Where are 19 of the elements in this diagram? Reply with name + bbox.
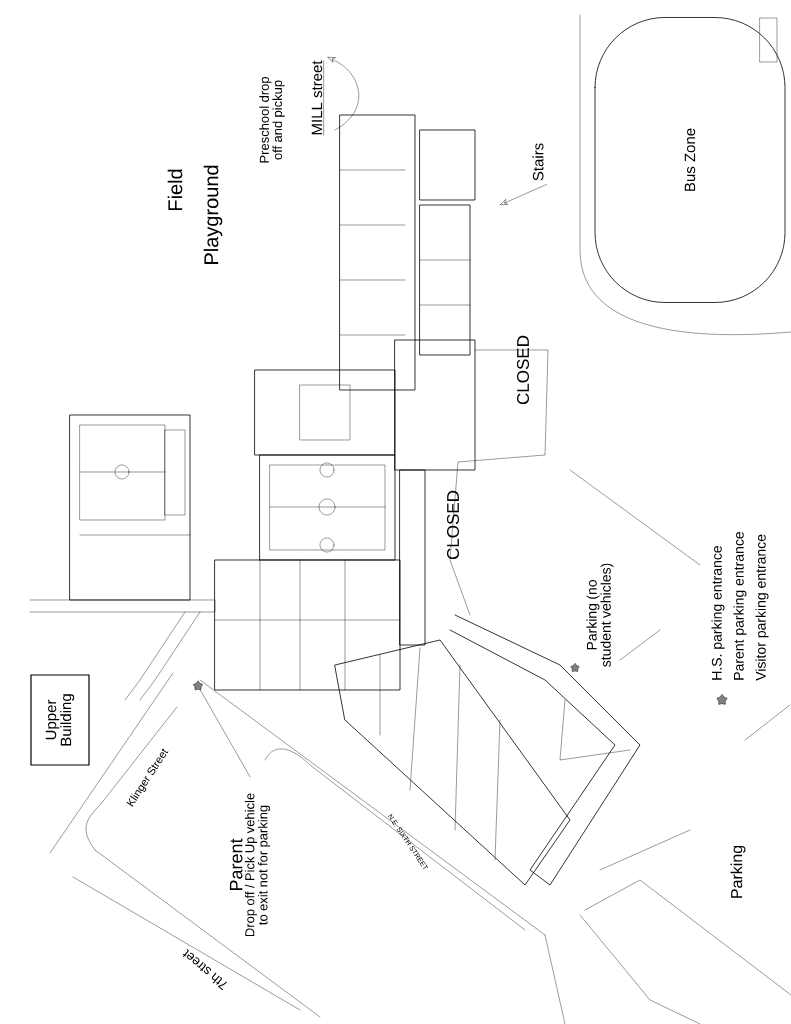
- map-label: CLOSED: [517, 335, 529, 405]
- map-label: CLOSED: [447, 490, 459, 560]
- leader-line: [200, 689, 251, 777]
- bus-track: Bus Zone: [594, 17, 786, 303]
- handwritten-note: Parent Drop off / Pick Up vehicle to exit not for parking: [229, 793, 271, 937]
- map-label: Parking (no student vehicles): [586, 563, 614, 667]
- map-label: Preschool drop off and pickup: [259, 77, 285, 163]
- map-label: Field: [167, 169, 183, 210]
- arrow: [327, 57, 359, 131]
- street-label: MILL street: [311, 60, 324, 136]
- legend-text: Visitor parking entrance: [755, 534, 769, 681]
- map-label: Playground: [203, 165, 223, 264]
- handwritten-note: Stairs: [532, 143, 544, 181]
- map-label: Parking: [730, 845, 746, 898]
- marker-icon: [193, 680, 203, 691]
- legend-text: Parent parking entrance: [733, 532, 747, 680]
- legend-text: H.S. parking entrance: [711, 546, 725, 680]
- arrow: [500, 184, 547, 205]
- building-box: Upper Building: [30, 674, 90, 766]
